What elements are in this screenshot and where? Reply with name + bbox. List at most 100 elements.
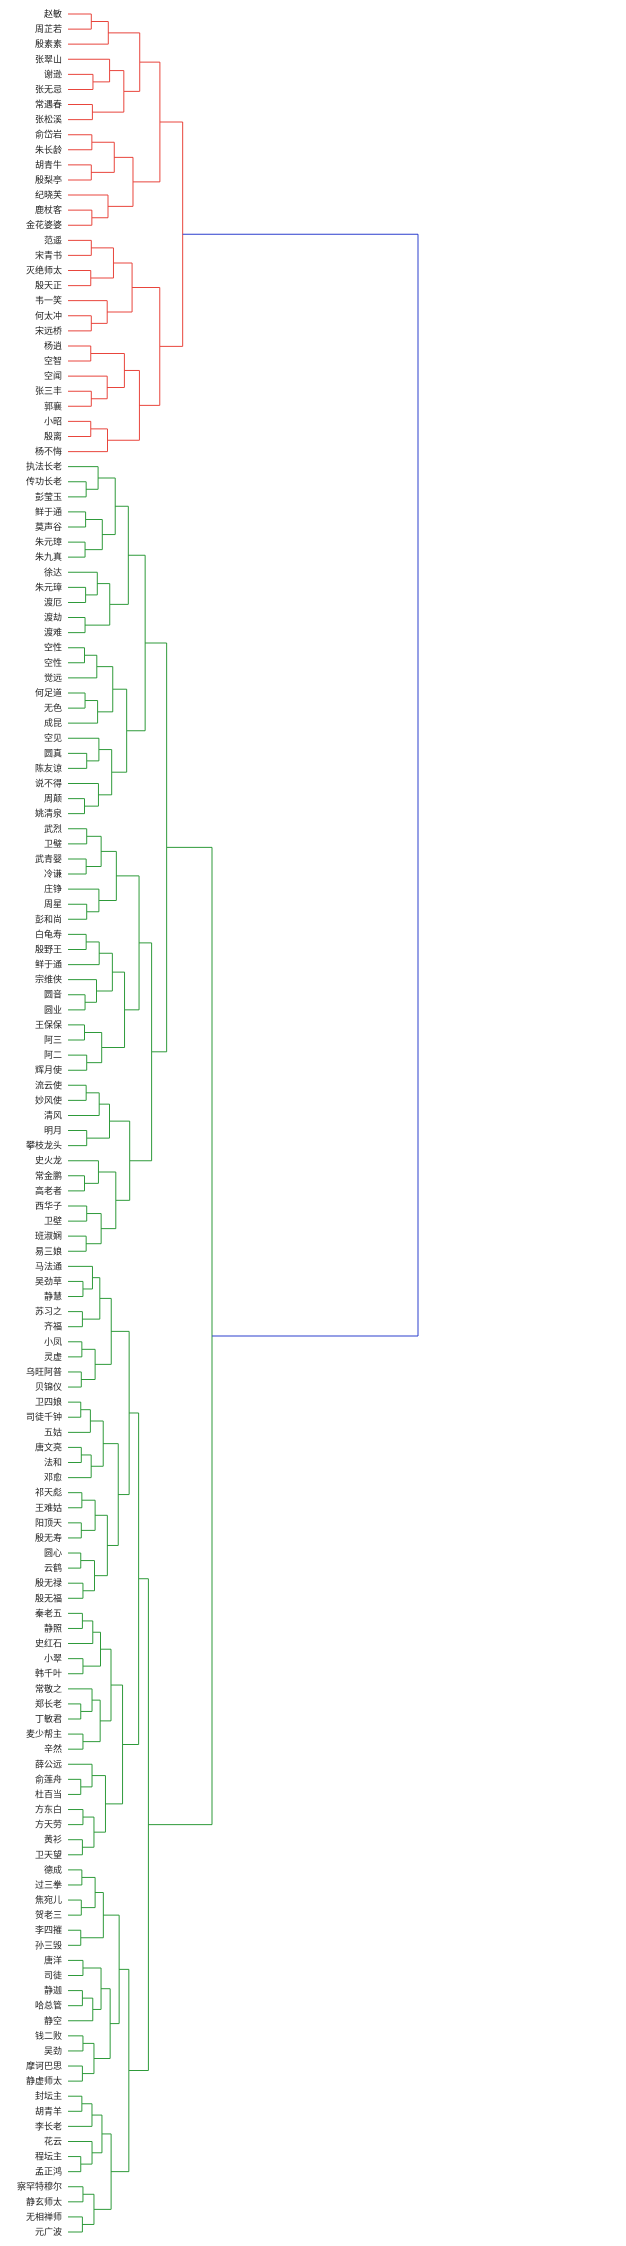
leaf-label: 王保保 (35, 1019, 62, 1031)
leaf-label: 静照 (44, 1622, 62, 1634)
leaf-label: 妙风使 (35, 1094, 62, 1106)
leaf-label: 麦少帮主 (26, 1728, 62, 1740)
leaf-label: 钱二败 (35, 2030, 62, 2042)
leaf-label: 渡难 (44, 627, 62, 639)
leaf-label: 周芷若 (35, 23, 62, 35)
leaf-label: 宋远桥 (35, 325, 62, 337)
leaf-label: 殷天正 (35, 280, 62, 292)
leaf-label: 朱元璋 (35, 581, 62, 593)
leaf-label: 空性 (44, 642, 62, 654)
leaf-label: 元广波 (35, 2226, 62, 2238)
leaf-label: 过三拳 (35, 1879, 62, 1891)
leaf-label: 吴劲草 (35, 1275, 62, 1287)
leaf-label: 无相禅师 (26, 2211, 62, 2223)
leaf-label: 宗维侠 (35, 974, 62, 986)
leaf-label: 武青婴 (35, 853, 62, 865)
leaf-label: 黄衫 (44, 1834, 62, 1846)
leaf-label: 张三丰 (35, 385, 62, 397)
leaf-label: 静空 (44, 2015, 62, 2027)
leaf-label: 俞莲舟 (35, 1773, 62, 1785)
leaf-label: 韩千叶 (35, 1668, 62, 1680)
leaf-label: 陈友谅 (35, 762, 62, 774)
leaf-label: 史红石 (35, 1638, 62, 1650)
leaf-label: 静虚师太 (26, 2075, 62, 2087)
leaf-label: 苏习之 (35, 1306, 62, 1318)
leaf-label: 卫璧 (44, 838, 62, 850)
leaf-label: 秦老五 (35, 1607, 62, 1619)
leaf-label: 杨不悔 (35, 446, 62, 458)
leaf-label: 渡劫 (44, 612, 62, 624)
leaf-label: 圆心 (44, 1548, 62, 1559)
leaf-label: 殷无禄 (35, 1577, 62, 1589)
leaf-label: 齐福 (44, 1321, 62, 1333)
leaf-label: 执法长老 (26, 461, 62, 473)
leaf-label: 薛公远 (35, 1758, 62, 1770)
leaf-label: 庄铮 (44, 883, 62, 895)
leaf-label: 阿二 (44, 1050, 62, 1061)
leaf-label: 殷离 (44, 430, 62, 442)
leaf-label: 贺老三 (35, 1909, 62, 1921)
leaf-label: 西华子 (35, 1200, 62, 1212)
dendrogram-links (68, 13, 419, 2233)
leaf-label: 谢逊 (44, 68, 62, 80)
leaf-label: 丁敏君 (35, 1713, 62, 1725)
leaf-label: 察罕特穆尔 (17, 2181, 62, 2193)
leaf-label: 殷素素 (35, 38, 62, 50)
leaf-label: 朱九真 (35, 551, 62, 563)
leaf-label: 阳顶天 (35, 1518, 62, 1529)
leaf-label: 马法通 (35, 1260, 62, 1272)
leaf-label: 卫天望 (35, 1849, 62, 1861)
leaf-label: 张松溪 (35, 114, 62, 126)
leaf-label: 焦宛儿 (35, 1894, 62, 1906)
leaf-label: 常敬之 (35, 1683, 62, 1695)
leaf-label: 杜百当 (35, 1788, 62, 1800)
leaf-label: 张无忌 (35, 84, 62, 95)
leaf-label: 空见 (44, 732, 62, 744)
leaf-label: 五姑 (44, 1426, 62, 1438)
leaf-label: 郭襄 (44, 400, 62, 412)
leaf-label: 觉远 (44, 673, 62, 684)
leaf-label: 圆真 (44, 747, 62, 759)
leaf-label: 灵虚 (44, 1351, 62, 1363)
leaf-label: 易三娘 (35, 1245, 62, 1257)
leaf-label: 圆业 (44, 1005, 62, 1016)
leaf-label: 常金鹏 (35, 1170, 62, 1182)
leaf-label: 周星 (44, 899, 62, 910)
leaf-label: 清风 (44, 1109, 62, 1121)
leaf-label: 成昆 (44, 717, 62, 729)
leaf-label: 花云 (44, 2135, 62, 2147)
leaf-label: 程坛主 (35, 2151, 62, 2163)
leaf-label: 孙三毁 (35, 1939, 62, 1951)
leaf-label: 李四摧 (35, 1924, 62, 1936)
leaf-label: 阿三 (44, 1035, 62, 1046)
leaf-label: 小昭 (44, 416, 62, 427)
leaf-label: 金花婆婆 (26, 219, 62, 231)
leaf-label: 邓愈 (44, 1472, 62, 1484)
leaf-label: 唐洋 (44, 1954, 62, 1966)
leaf-label: 司徒 (44, 1969, 62, 1981)
leaf-label: 卫壁 (44, 1215, 62, 1227)
leaf-label: 朱长龄 (35, 144, 62, 156)
leaf-label: 殷无寿 (35, 1532, 62, 1544)
leaf-label: 俞岱岩 (35, 129, 62, 141)
leaf-label: 空性 (44, 657, 62, 669)
leaf-label: 攀枝龙头 (26, 1140, 62, 1152)
leaf-label: 小凤 (44, 1337, 62, 1348)
leaf-label: 静慧 (44, 1291, 62, 1303)
leaf-label: 空闻 (44, 370, 62, 382)
leaf-label: 胡青羊 (35, 2105, 62, 2117)
leaf-label: 吴劲 (44, 2045, 62, 2057)
leaf-label: 云鹤 (44, 1562, 62, 1574)
leaf-label: 静迦 (44, 1985, 62, 1997)
leaf-label: 韦一笑 (35, 295, 62, 307)
leaf-label: 法和 (44, 1456, 62, 1468)
leaf-label: 冷谦 (44, 868, 62, 880)
leaf-label: 胡青牛 (35, 159, 62, 171)
leaf-label: 渡厄 (44, 596, 62, 608)
leaf-label: 殷无福 (35, 1592, 62, 1604)
leaf-label: 杨逍 (44, 340, 62, 352)
leaf-label: 唐文亮 (35, 1441, 62, 1453)
leaf-label: 彭莹玉 (35, 491, 62, 503)
leaf-label: 说不得 (35, 778, 62, 790)
leaf-label: 空智 (44, 355, 62, 367)
